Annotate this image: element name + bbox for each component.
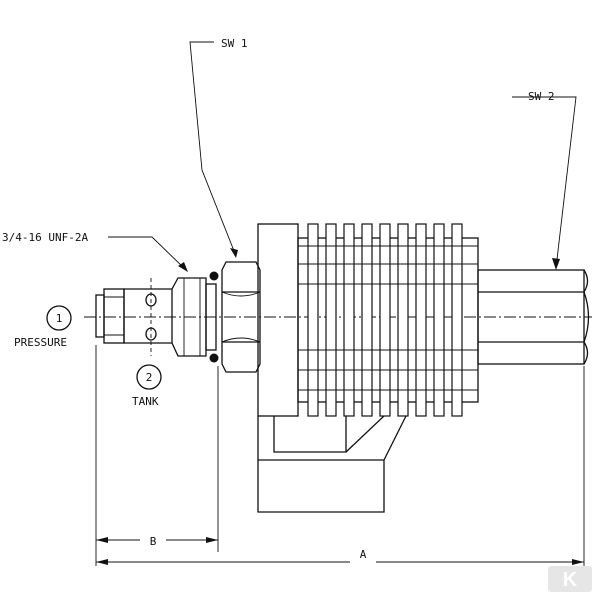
o-ring-bottom [209, 353, 219, 363]
leaders [108, 41, 577, 272]
port-1-number: 1 [56, 312, 63, 325]
hex-nut-sw1 [221, 261, 261, 373]
rear-stem-sw2 [477, 269, 590, 365]
cooling-fins [298, 223, 478, 417]
o-ring-top [209, 271, 219, 281]
dimension-lines [95, 345, 585, 566]
thread-label: 3/4-16 UNF-2A [2, 231, 88, 244]
threaded-section [171, 271, 219, 363]
port-1-circle [46, 305, 72, 331]
watermark-text: K [563, 569, 578, 591]
port-2-number: 2 [146, 371, 153, 384]
port-1-name: PRESSURE [14, 336, 67, 349]
dim-a-label: A [360, 548, 367, 561]
cartridge-nose [95, 278, 172, 356]
watermark-logo: K [548, 566, 592, 592]
dim-b-label: B [150, 535, 157, 548]
port-2-circle [136, 364, 162, 390]
sw1-label: SW 1 [221, 37, 248, 50]
sw2-label: SW 2 [528, 90, 555, 103]
connector-box [257, 415, 407, 513]
port-2-name: TANK [132, 395, 159, 408]
